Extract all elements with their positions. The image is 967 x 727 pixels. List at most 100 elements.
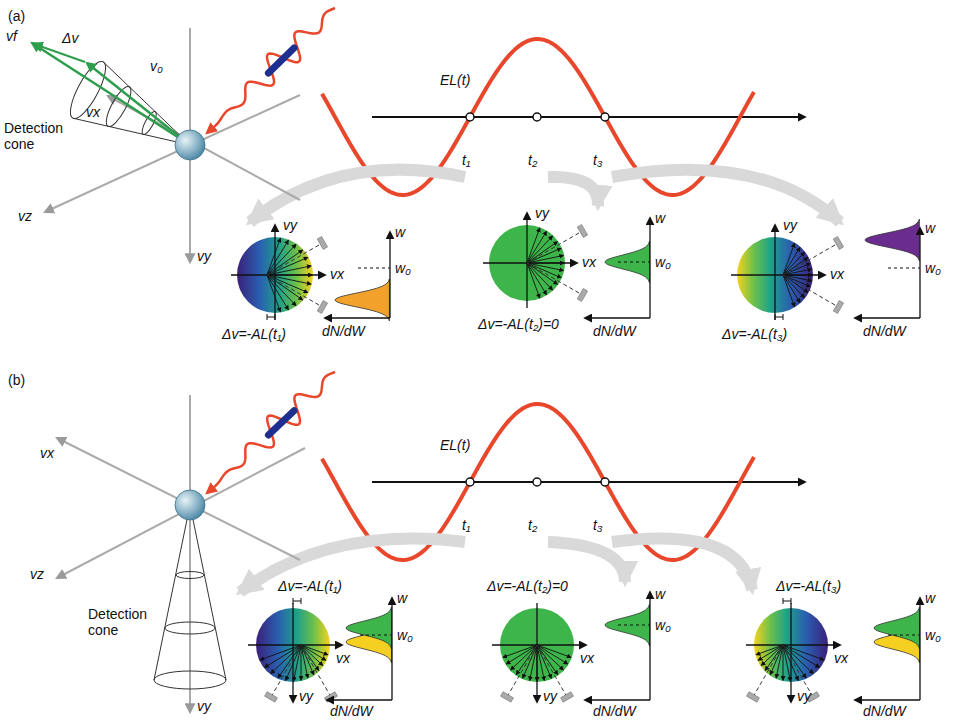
velocity-vectors [87, 63, 190, 145]
detection-cone [103, 62, 190, 145]
atom-sphere [175, 490, 205, 520]
detector-acceptance [783, 237, 844, 314]
delta-v-bracket [775, 317, 783, 318]
axis-label: vy [543, 688, 557, 704]
energy-spectrum [389, 232, 390, 318]
detector-acceptance [317, 237, 327, 250]
disk-axes [731, 225, 825, 320]
velocity-disk [267, 240, 288, 275]
energy-spectrum [346, 607, 391, 649]
velocity-disk [783, 645, 819, 667]
energy-spectrum [919, 228, 920, 318]
energy-spectrum [649, 218, 650, 318]
laser-field [533, 478, 541, 486]
shift-label: Δv=-AL(t₃) [722, 326, 787, 342]
disk-axes [746, 644, 840, 645]
detector-acceptance [265, 692, 278, 702]
time-pointer-arrow [612, 170, 840, 222]
velocity-disk [537, 645, 551, 678]
detection-cone [165, 622, 215, 634]
time-label: t₂ [528, 517, 537, 533]
velocity-disk [765, 645, 783, 670]
velocity-disk [503, 645, 537, 657]
shift-label: Δv=-AL(t₂)=0 [478, 316, 559, 332]
axis-label: vz [18, 208, 32, 224]
vector-label: Δv [62, 30, 78, 46]
laser-field [533, 113, 541, 121]
detector-acceptance [577, 289, 587, 302]
velocity-disk [267, 275, 280, 312]
disk-axes [774, 225, 775, 320]
disk-axes [231, 225, 325, 320]
laser-pulse [207, 8, 335, 133]
disk-axes [746, 603, 840, 702]
axis-label: vy [283, 217, 297, 233]
energy-label: w₀ [397, 627, 413, 643]
time-label: t₂ [528, 152, 537, 168]
time-label: t₃ [593, 517, 602, 533]
energy-spectrum [327, 598, 392, 700]
detector-acceptance [527, 231, 582, 263]
delta-v-bracket [275, 314, 276, 320]
velocity-disk [537, 645, 544, 680]
energy-spectrum [855, 219, 920, 318]
energy-spectrum [855, 598, 920, 700]
velocity-vectors [34, 44, 85, 62]
delta-v-bracket [775, 314, 776, 320]
axis-label: dN/dW [863, 703, 906, 719]
velocity-disk [527, 263, 552, 290]
detector-acceptance [577, 225, 587, 238]
disk-axes [731, 274, 825, 275]
velocity-disk [783, 645, 784, 680]
velocity-disk [511, 645, 537, 670]
velocity-disk [783, 269, 812, 275]
energy-spectrum [888, 634, 920, 635]
detection-cone [190, 505, 226, 680]
energy-spectrum [865, 219, 919, 261]
velocity-disk [267, 266, 311, 275]
axis-label: vx [834, 650, 848, 666]
velocity-disk [271, 645, 301, 673]
energy-spectrum [391, 598, 392, 700]
time-label: t₁ [462, 152, 470, 168]
laser-field [601, 478, 609, 486]
axis-label: w [925, 590, 935, 606]
velocity-axes [45, 28, 300, 262]
laser-pulse [268, 411, 294, 435]
velocity-axes [57, 448, 305, 578]
delta-v-bracket [301, 598, 302, 604]
velocity-disk [783, 275, 794, 306]
axis-label: vy [197, 698, 211, 714]
disk-axes [231, 274, 325, 275]
disk-axes [536, 603, 537, 702]
detector-acceptance [753, 645, 783, 697]
energy-label: w₀ [395, 260, 411, 276]
axis-label: vx [830, 266, 844, 282]
time-pointer-arrow [548, 542, 625, 582]
velocity-disk [783, 645, 813, 673]
detector-acceptance [267, 275, 322, 307]
disk-axes [292, 603, 293, 702]
detection-cone [154, 671, 226, 689]
laser-pulse [268, 48, 294, 73]
field-label: EL(t) [440, 437, 470, 453]
detector-acceptance [561, 692, 574, 702]
velocity-axes [57, 438, 300, 560]
detection-cone [154, 505, 190, 680]
delta-v-bracket [783, 598, 791, 604]
shift-label: Δv=-AL(t₁) [278, 578, 342, 594]
detector-acceptance [527, 263, 582, 295]
atom-sphere [175, 130, 205, 160]
axis-label: vy [197, 248, 211, 264]
axis-label: dN/dW [863, 323, 906, 339]
axis-label: dN/dW [593, 323, 636, 339]
energy-spectrum [605, 241, 650, 283]
delta-v-bracket [293, 598, 301, 604]
velocity-disk [761, 645, 783, 665]
delta-v-bracket [293, 601, 301, 602]
energy-spectrum [585, 699, 650, 700]
shift-label: Δv=-AL(t₁) [222, 326, 286, 342]
axis-label: dN/dW [593, 703, 636, 719]
